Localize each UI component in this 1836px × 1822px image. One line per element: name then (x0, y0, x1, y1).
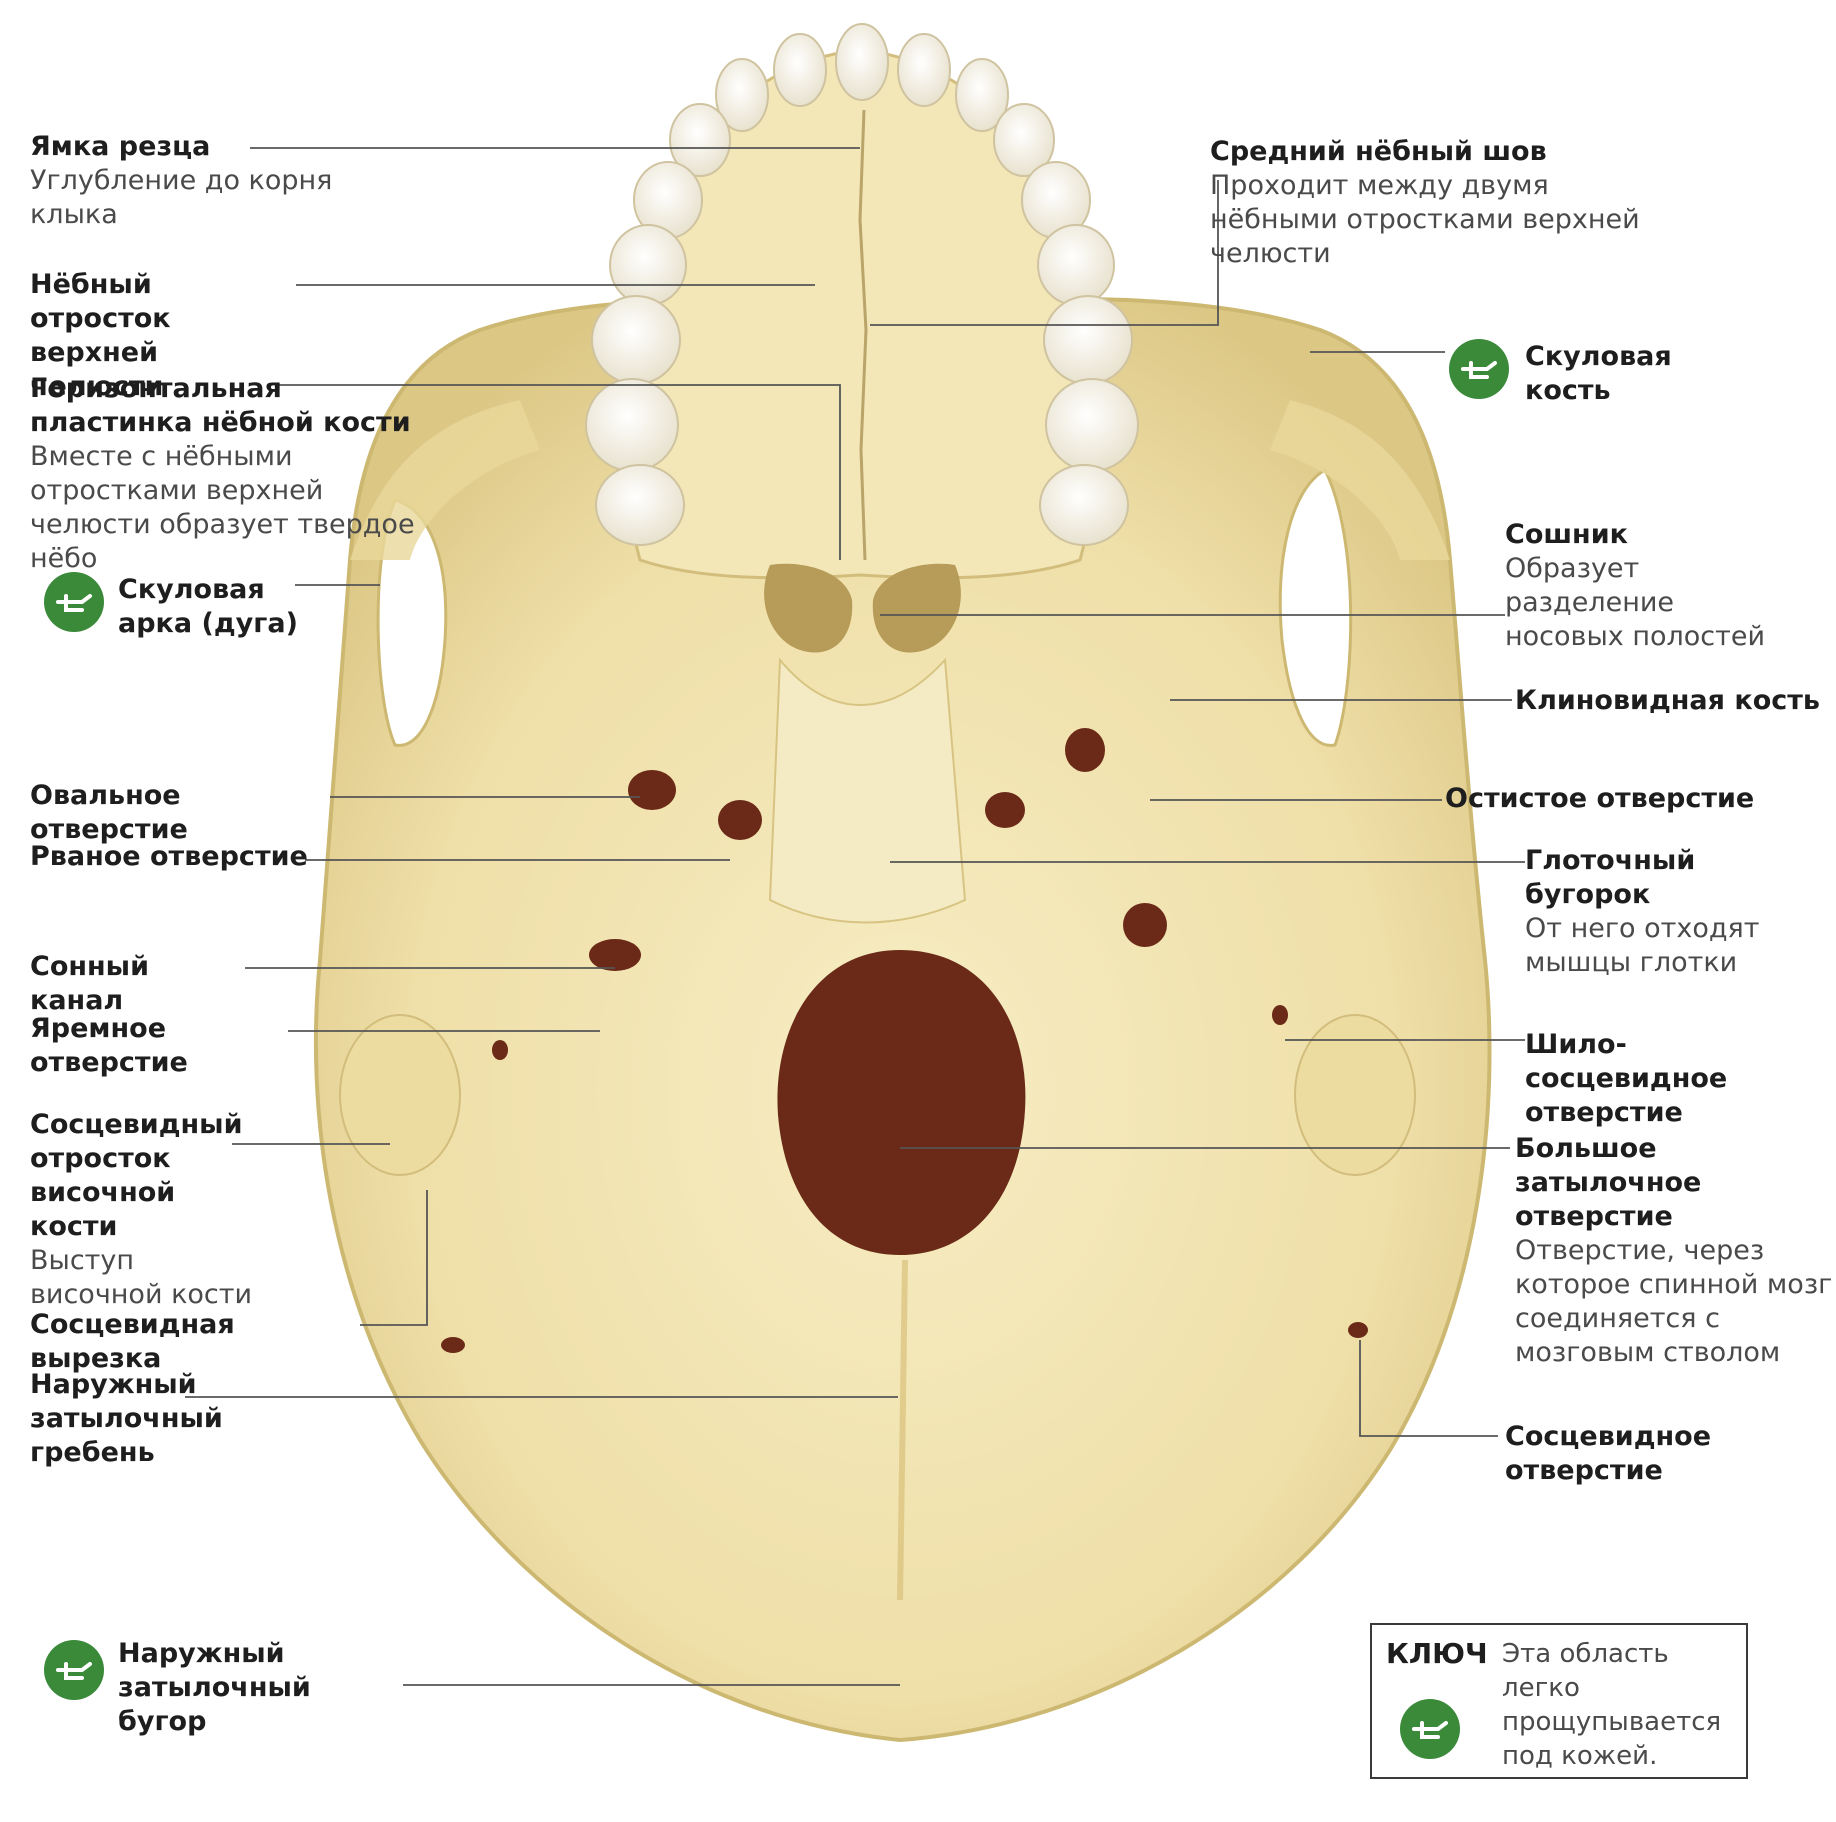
label-title: Средний нёбный шов (1210, 136, 1547, 167)
label-horizontal-plate: Горизонтальная пластинка нёбной кости Вм… (30, 372, 415, 576)
label-incisive-fossa: Ямка резца Углубление до корня клыка (30, 130, 410, 232)
key-box: КЛЮЧ Эта область легко прощупывается под… (1370, 1623, 1748, 1779)
key-title: КЛЮЧ (1386, 1637, 1488, 1670)
pointing-hand-icon (44, 1640, 104, 1700)
label-title: Сосцевидный отросток височной кости (30, 1109, 243, 1242)
teeth-row (585, 23, 1139, 546)
leader-lines (185, 147, 1525, 1686)
label-stylomastoid-foramen: Шило-сосцевидное отверстие (1525, 1028, 1825, 1130)
basilar-part (768, 657, 967, 924)
right-mastoid (1294, 1014, 1416, 1176)
label-desc: Выступ височной кости (30, 1245, 253, 1310)
label-title: Шило-сосцевидное отверстие (1525, 1029, 1728, 1128)
left-choana (764, 563, 853, 653)
label-desc: От него отходят мышцы глотки (1525, 913, 1760, 978)
label-title: Ямка резца (30, 131, 211, 162)
label-desc: Проходит между двумя нёбными отростками … (1210, 170, 1640, 269)
label-jugular-foramen: Яремное отверстие (30, 1012, 230, 1080)
label-carotid-canal: Сонный канал (30, 950, 250, 1018)
label-title: Сосцевидное отверстие (1505, 1421, 1712, 1486)
foramina (441, 728, 1368, 1353)
pointing-hand-icon (1400, 1699, 1460, 1759)
right-temporal-gap (1278, 467, 1353, 747)
label-desc: Вместе с нёбными отростками верхней челю… (30, 441, 415, 574)
label-title: Сонный канал (30, 951, 150, 1016)
label-palatine-process: Нёбный отросток верхней челюсти (30, 268, 295, 404)
label-title: Сошник (1505, 519, 1628, 550)
label-title: Горизонтальная пластинка нёбной кости (30, 373, 411, 438)
label-title: Сосцевидная вырезка (30, 1309, 235, 1374)
label-title: Нёбный отросток верхней челюсти (30, 269, 171, 402)
left-temporal-gap (376, 498, 448, 747)
left-zygomatic-arch (350, 400, 540, 560)
label-title: Наружный затылочный бугор (118, 1638, 311, 1737)
occipital-crest (897, 1259, 908, 1601)
label-desc: Углубление до корня клыка (30, 165, 333, 230)
label-title: Наружный затылочный гребень (30, 1369, 223, 1468)
label-vomer: Сошник Образует разделение носовых полос… (1505, 518, 1785, 654)
label-foramen-spinosum: Остистое отверстие (1445, 782, 1775, 816)
label-title: Скуловая кость (1525, 341, 1672, 406)
label-title: Рваное отверстие (30, 841, 308, 872)
label-foramen-magnum: Большое затылочное отверстие Отверстие, … (1515, 1132, 1835, 1370)
median-suture-line (858, 109, 868, 561)
key-text: Эта область легко прощупывается под коже… (1502, 1639, 1722, 1771)
pointing-hand-icon (44, 572, 104, 632)
label-title: Яремное отверстие (30, 1013, 188, 1078)
pointing-hand-icon (1449, 339, 1509, 399)
label-external-occipital-crest: Наружный затылочный гребень (30, 1368, 223, 1470)
label-title: Остистое отверстие (1445, 783, 1755, 814)
left-mastoid (339, 1014, 461, 1176)
right-zygomatic-arch (1270, 400, 1450, 560)
label-foramen-lacerum: Рваное отверстие (30, 840, 310, 874)
label-title: Большое затылочное отверстие (1515, 1133, 1702, 1232)
label-desc: Образует разделение носовых полостей (1505, 553, 1766, 652)
label-title: Глоточный бугорок (1525, 845, 1696, 910)
right-choana (872, 563, 961, 653)
label-foramen-ovale: Овальное отверстие (30, 779, 340, 847)
label-mastoid-process: Сосцевидный отросток височной кости Выст… (30, 1108, 270, 1312)
label-desc: Отверстие, через которое спинной мозг со… (1515, 1235, 1833, 1368)
label-title: Скуловая арка (дуга) (118, 574, 298, 639)
label-pharyngeal-tubercle: Глоточный бугорок От него отходят мышцы … (1525, 844, 1785, 980)
label-title: Клиновидная кость (1515, 685, 1820, 716)
label-title: Овальное отверстие (30, 780, 188, 845)
foramen-magnum-hole (777, 950, 1026, 1255)
label-sphenoid: Клиновидная кость (1515, 684, 1835, 718)
label-external-occipital-protuberance: Наружный затылочный бугор (118, 1637, 408, 1739)
label-zygomatic-arch: Скуловая арка (дуга) (118, 573, 318, 641)
label-mastoid-notch: Сосцевидная вырезка (30, 1308, 360, 1376)
label-median-palatine-suture: Средний нёбный шов Проходит между двумя … (1210, 135, 1680, 271)
label-zygomatic-bone: Скуловая кость (1525, 340, 1735, 408)
label-mastoid-foramen: Сосцевидное отверстие (1505, 1420, 1725, 1488)
